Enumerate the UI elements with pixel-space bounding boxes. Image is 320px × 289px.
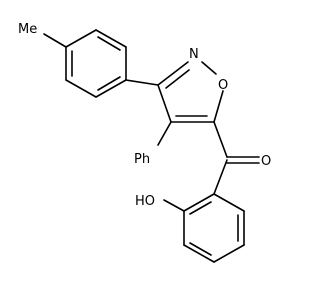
bond-o-c5 [213, 90, 224, 123]
hydroxyl-bond [163, 199, 185, 212]
bond [95, 79, 127, 98]
bond-c4-c3 [157, 84, 172, 123]
oxygen-ring-label: O [218, 78, 228, 93]
bond [213, 244, 245, 263]
oxygen-carbonyl-label: O [261, 154, 271, 169]
nitrogen-label: N [189, 47, 199, 62]
bond-c5-carbonyl [213, 121, 228, 158]
bond-carbonyl-ring [213, 159, 228, 195]
double-bond-c3-n [165, 69, 190, 89]
double-bond-c3-n [157, 61, 189, 86]
bond [183, 193, 215, 212]
bond [213, 193, 245, 212]
methyl-label: Me [18, 22, 37, 37]
double-bond-inner [97, 76, 121, 91]
isoxazole-ring [157, 61, 224, 123]
hydroxyphenyl-ring [183, 193, 245, 263]
bond [65, 79, 97, 98]
double-bond-inner [189, 201, 212, 215]
bond-n-o [201, 61, 217, 75]
methyl-bond [43, 33, 67, 48]
phenyl-bond [157, 121, 172, 146]
bond [65, 29, 97, 48]
phenyl-label: Ph [134, 152, 150, 167]
hydroxyl-label: HO [135, 194, 155, 209]
bond [183, 244, 215, 263]
double-bond-inner [97, 36, 121, 51]
double-bond-inner [189, 242, 212, 256]
bond [95, 29, 127, 48]
chemical-structure-diagram: Me N O Ph O HO [18, 22, 271, 263]
tolyl-ring [65, 29, 127, 98]
bond [125, 79, 159, 86]
